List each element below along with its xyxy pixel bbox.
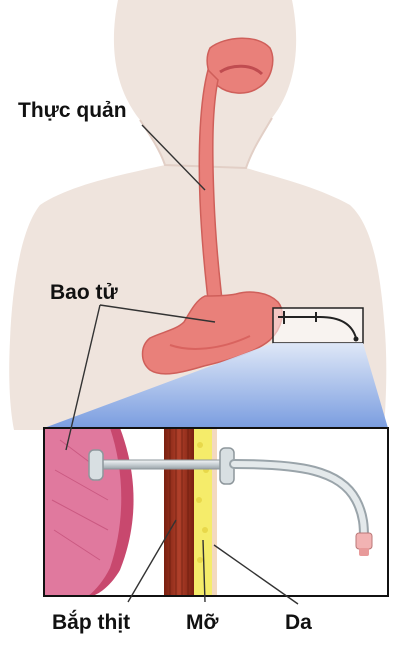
inset-cross-section [44,428,388,596]
label-esophagus: Thực quản [18,100,127,121]
magnify-box [273,308,363,343]
label-muscle: Bắp thịt [52,612,130,633]
label-skin: Da [285,612,312,633]
label-fat: Mỡ [186,612,218,633]
label-stomach: Bao tử [50,282,118,303]
